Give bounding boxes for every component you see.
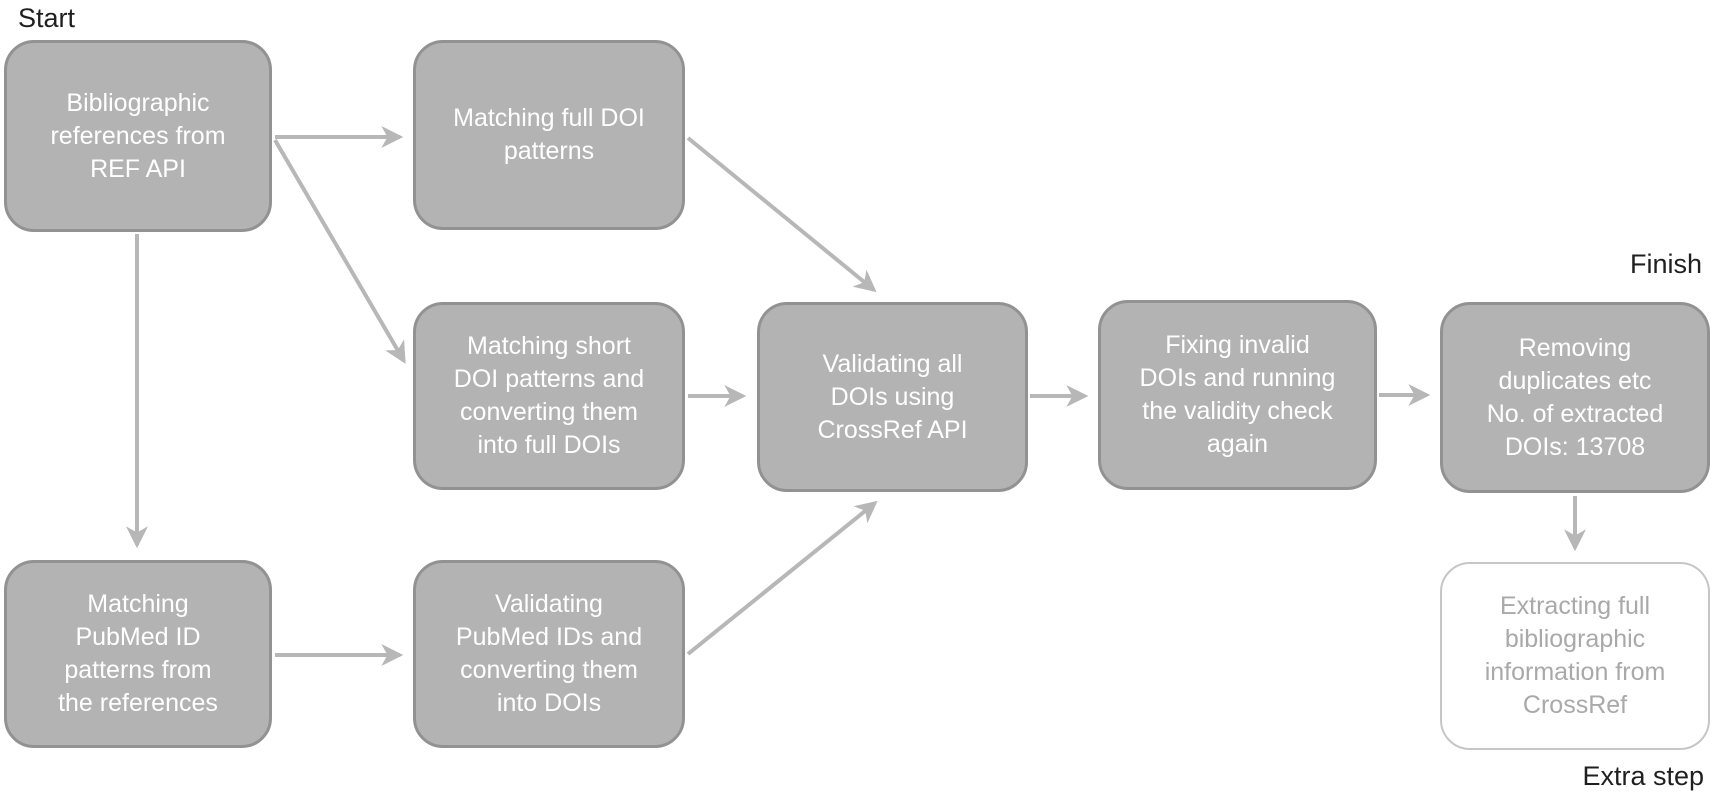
node-validating-all-dois: Validating all DOIs using CrossRef API <box>757 302 1028 492</box>
node-matching-pubmed-ids: Matching PubMed ID patterns from the ref… <box>4 560 272 748</box>
node-label: Matching short DOI patterns and converti… <box>453 332 645 459</box>
node-matching-full-doi: Matching full DOI patterns <box>413 40 685 230</box>
finish-label: Finish <box>1629 249 1702 279</box>
arrow-pubmed-val-to-validate <box>686 500 878 656</box>
node-label: Fixing invalid DOIs and running the vali… <box>1139 331 1336 458</box>
node-label: Matching full DOI patterns <box>453 104 645 165</box>
arrow-full-doi-to-validate <box>686 136 877 293</box>
extra-step-label: Extra step <box>1582 761 1704 791</box>
node-removing-duplicates: Removing duplicates etc No. of extracted… <box>1440 302 1710 493</box>
node-label: Validating all DOIs using CrossRef API <box>817 349 968 444</box>
node-label: Matching PubMed ID patterns from the ref… <box>58 590 218 717</box>
node-label: Bibliographic references from REF API <box>50 88 226 183</box>
node-bibliographic-references: Bibliographic references from REF API <box>4 40 272 232</box>
node-extracting-bibliographic-info: Extracting full bibliographic informatio… <box>1440 562 1710 750</box>
node-matching-short-doi: Matching short DOI patterns and converti… <box>413 302 685 490</box>
node-validating-pubmed-ids: Validating PubMed IDs and converting the… <box>413 560 685 748</box>
node-label: Removing duplicates etc No. of extracted… <box>1486 333 1664 461</box>
node-label: Extracting full bibliographic informatio… <box>1484 592 1666 719</box>
arrow-refs-to-short-doi <box>273 138 406 364</box>
node-fixing-invalid-dois: Fixing invalid DOIs and running the vali… <box>1098 300 1377 490</box>
node-label: Validating PubMed IDs and converting the… <box>455 590 643 717</box>
start-label: Start <box>18 3 76 33</box>
